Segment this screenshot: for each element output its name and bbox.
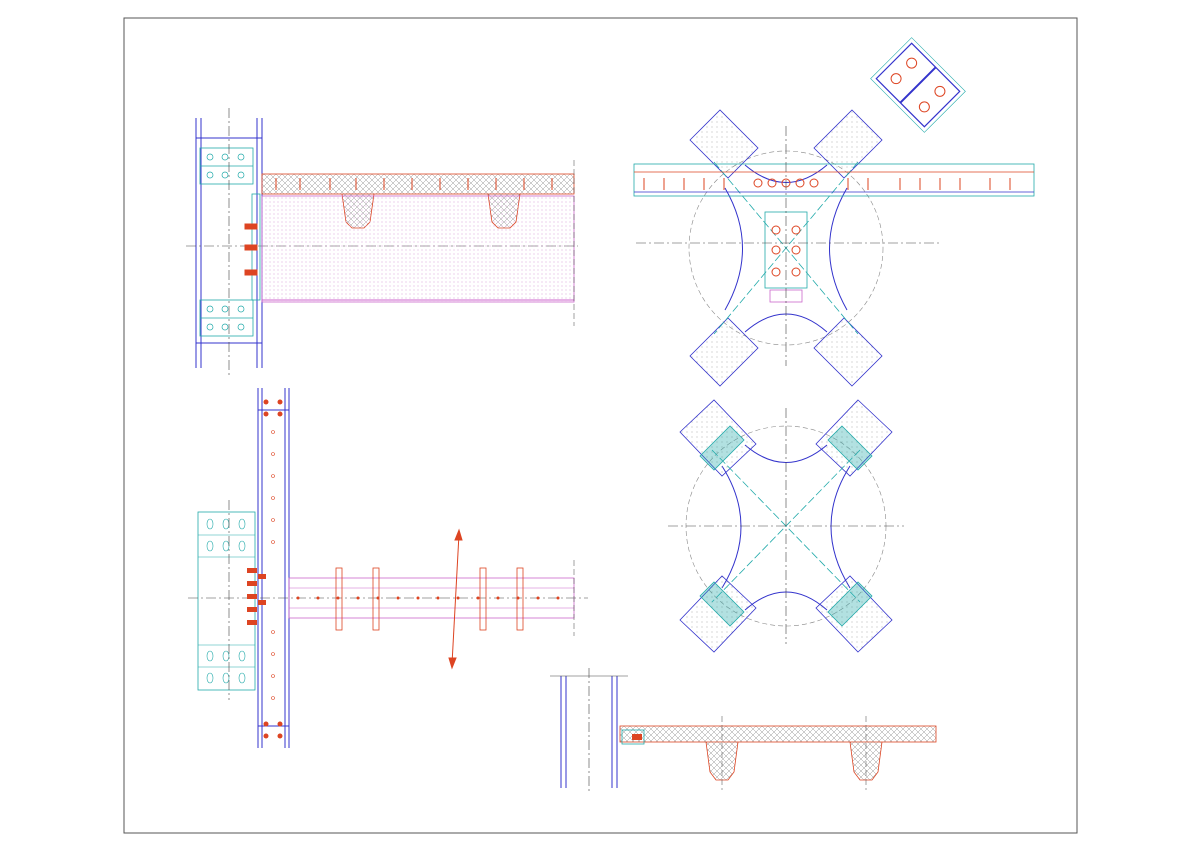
stiffener-bolts [206, 518, 246, 684]
gusset-bolts-upper [771, 225, 801, 277]
section-ribs [705, 741, 883, 781]
brace-plates-lower [699, 425, 873, 627]
cruciform-joint-lower [668, 399, 904, 653]
slab-topping [261, 173, 575, 195]
beam-web [261, 195, 575, 303]
plan-connection-bolts [247, 568, 266, 625]
section-angle [621, 729, 645, 745]
arm-hatch-upper [689, 109, 883, 387]
splice-plate-detail [870, 37, 966, 133]
section-column [560, 676, 618, 788]
end-plate-bolts [244, 223, 258, 276]
column-stiffener-plates [199, 147, 254, 337]
section-cut-arrow [448, 528, 463, 670]
beam-column-elevation [186, 108, 578, 375]
drawing-frame [123, 17, 1078, 834]
splice-bolts-upper [753, 178, 819, 188]
transverse-plates [335, 567, 524, 631]
plan-stud-row [296, 596, 560, 600]
upper-studs [643, 178, 1011, 190]
stiffener-box [197, 511, 256, 691]
column-plan [257, 388, 290, 748]
section-slab [619, 725, 937, 743]
column-holes [271, 430, 275, 700]
cruciform-joint-upper [633, 109, 1035, 387]
slab-section-bottom [550, 668, 937, 794]
column-bolts [206, 153, 245, 331]
beam-column-plan [188, 388, 588, 748]
column-plan-bolts [263, 399, 283, 739]
floor-beam-upper [633, 163, 1035, 197]
shear-studs [275, 178, 553, 190]
